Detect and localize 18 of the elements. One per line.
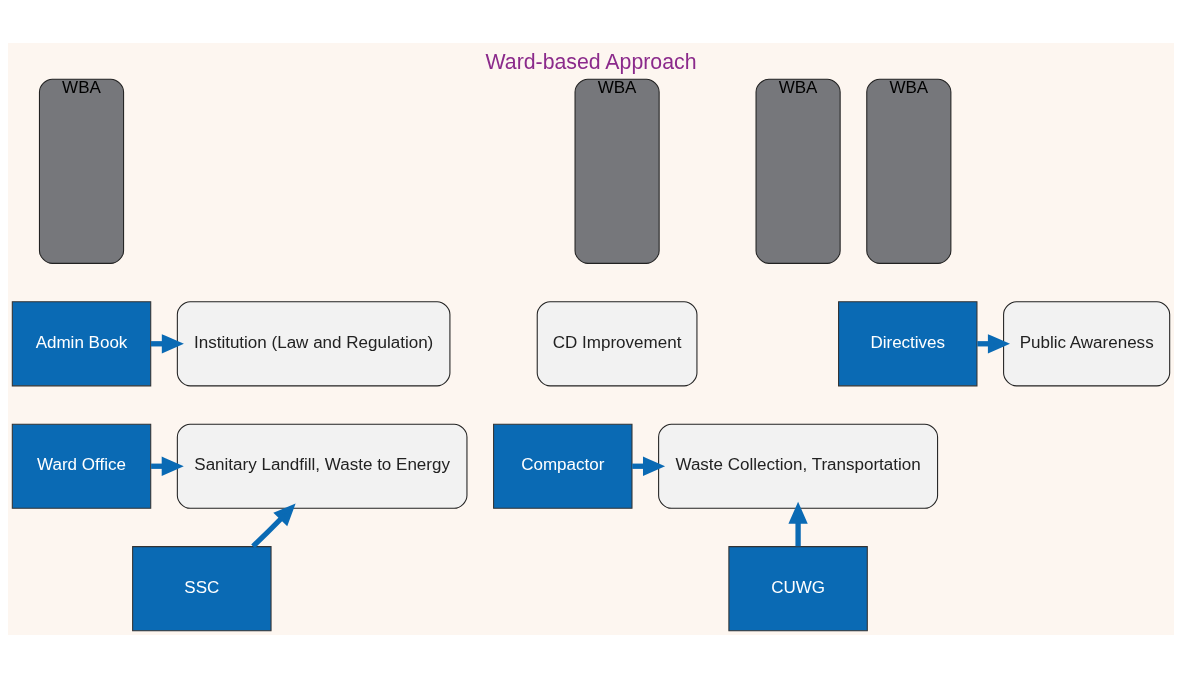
node-box: WBA (38, 78, 125, 264)
arrow (251, 503, 296, 549)
node-box: Sanitary Landfill, Waste to Energy (176, 423, 468, 509)
node-box: Compactor (493, 423, 633, 509)
node-box: CD Improvement (536, 301, 698, 387)
arrow (788, 501, 808, 547)
node-box: WBA (755, 78, 841, 264)
node-box: WBA (574, 78, 660, 264)
node-box: Directives (838, 301, 978, 387)
node-box: Waste Collection, Transportation (658, 423, 939, 509)
node-box: SSC (132, 546, 272, 632)
node-box: Public Awareness (1003, 301, 1171, 387)
node-box: Admin Book (11, 301, 152, 387)
node-box: Institution (Law and Regulation) (176, 301, 451, 387)
node-box: Ward Office (11, 423, 152, 509)
node-box: CUWG (728, 546, 868, 632)
diagram-title: Ward-based Approach (485, 49, 697, 74)
node-box: WBA (866, 78, 952, 264)
